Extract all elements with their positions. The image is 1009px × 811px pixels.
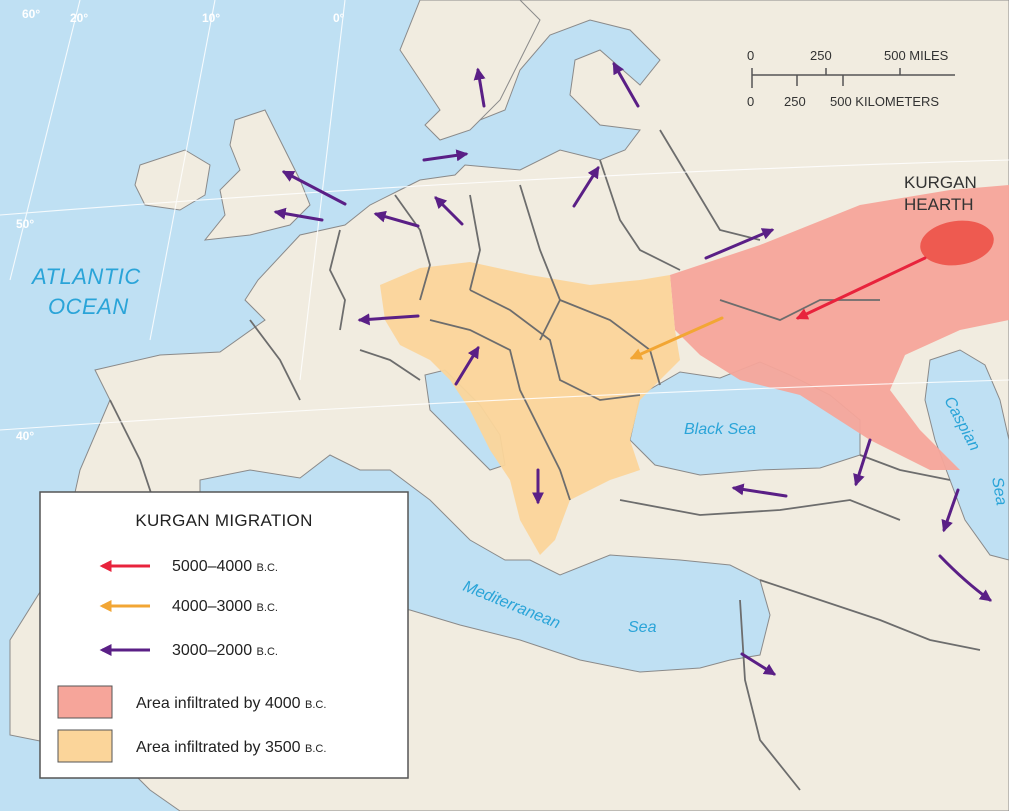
legend-item-5000: 5000–4000 B.C. [172,558,278,575]
arrow-4000-balkans [629,316,724,360]
atlantic-ocean-label-line1: ATLANTIC [30,264,141,289]
arrow-3000-jutland [434,196,464,226]
arrow-3000-caucasus [853,438,872,487]
arrow-3000-finland [612,61,640,108]
scale-miles-250: 250 [810,48,832,63]
migration-arrows [273,61,992,676]
scale-km-250: 250 [784,94,806,109]
graticule-label-60: 60° [22,7,40,21]
arrow-3000-iran [938,554,992,602]
arrow-3000-dinaric [454,345,480,386]
graticule [0,0,1009,431]
arrow-3000-britain-north [281,170,347,206]
scale-km-0: 0 [747,94,754,109]
caspian-sea-label-line2: Sea [988,476,1009,507]
legend-swatch-3500 [57,729,113,763]
arrow-3000-denmark [422,149,469,162]
arrow-3000-transcaucasia [941,488,960,533]
country-borders [109,129,981,791]
graticule-label-10: 10° [202,11,220,25]
scale-bar: 0 250 500 MILES 0 250 500 KILOMETERS [747,48,955,109]
kurgan-hearth-area [920,220,994,266]
legend: KURGAN MIGRATION 5000–4000 B.C. 4000–300… [39,491,409,779]
black-sea-label: Black Sea [684,421,756,438]
arrow-3000-lowlands [373,210,420,228]
legend-title: KURGAN MIGRATION [135,511,312,530]
arrow-3000-levant [740,652,777,676]
scale-miles-500: 500 MILES [884,48,949,63]
scale-miles-0: 0 [747,48,754,63]
arrow-3000-britain-south [273,207,324,222]
ireland [134,149,211,211]
arrow-3000-alps [357,313,420,326]
legend-area-4000: Area infiltrated by 4000 B.C. [136,695,326,712]
zone-4000-bc [670,185,1009,470]
graticule-label-lat-50: 50° [16,217,34,231]
legend-item-3000: 3000–2000 B.C. [172,642,278,659]
arrow-5000-hearth-west [795,256,927,320]
graticule-label-20: 20° [70,11,88,25]
scandinavia [399,0,541,141]
legend-swatch-4000 [57,685,113,719]
arrow-3000-anatolia [731,483,788,498]
great-britain [203,109,311,241]
arrow-3000-sweden [473,67,486,108]
scale-km-500: 500 KILOMETERS [830,94,939,109]
arrow-3000-baltic [572,165,600,208]
caspian-sea [924,349,1009,561]
graticule-label-0: 0° [333,11,345,25]
kurgan-hearth-label-line2: HEARTH [904,195,974,214]
atlantic-ocean-label-line2: OCEAN [48,294,129,319]
graticule-label-lat-40: 40° [16,429,34,443]
legend-item-4000: 4000–3000 B.C. [172,598,278,615]
legend-area-3500: Area infiltrated by 3500 B.C. [136,739,326,756]
kurgan-hearth-label-line1: KURGAN [904,173,977,192]
mediterranean-sea-label-line2: Sea [628,619,657,636]
arrow-3000-north-east [704,228,775,260]
